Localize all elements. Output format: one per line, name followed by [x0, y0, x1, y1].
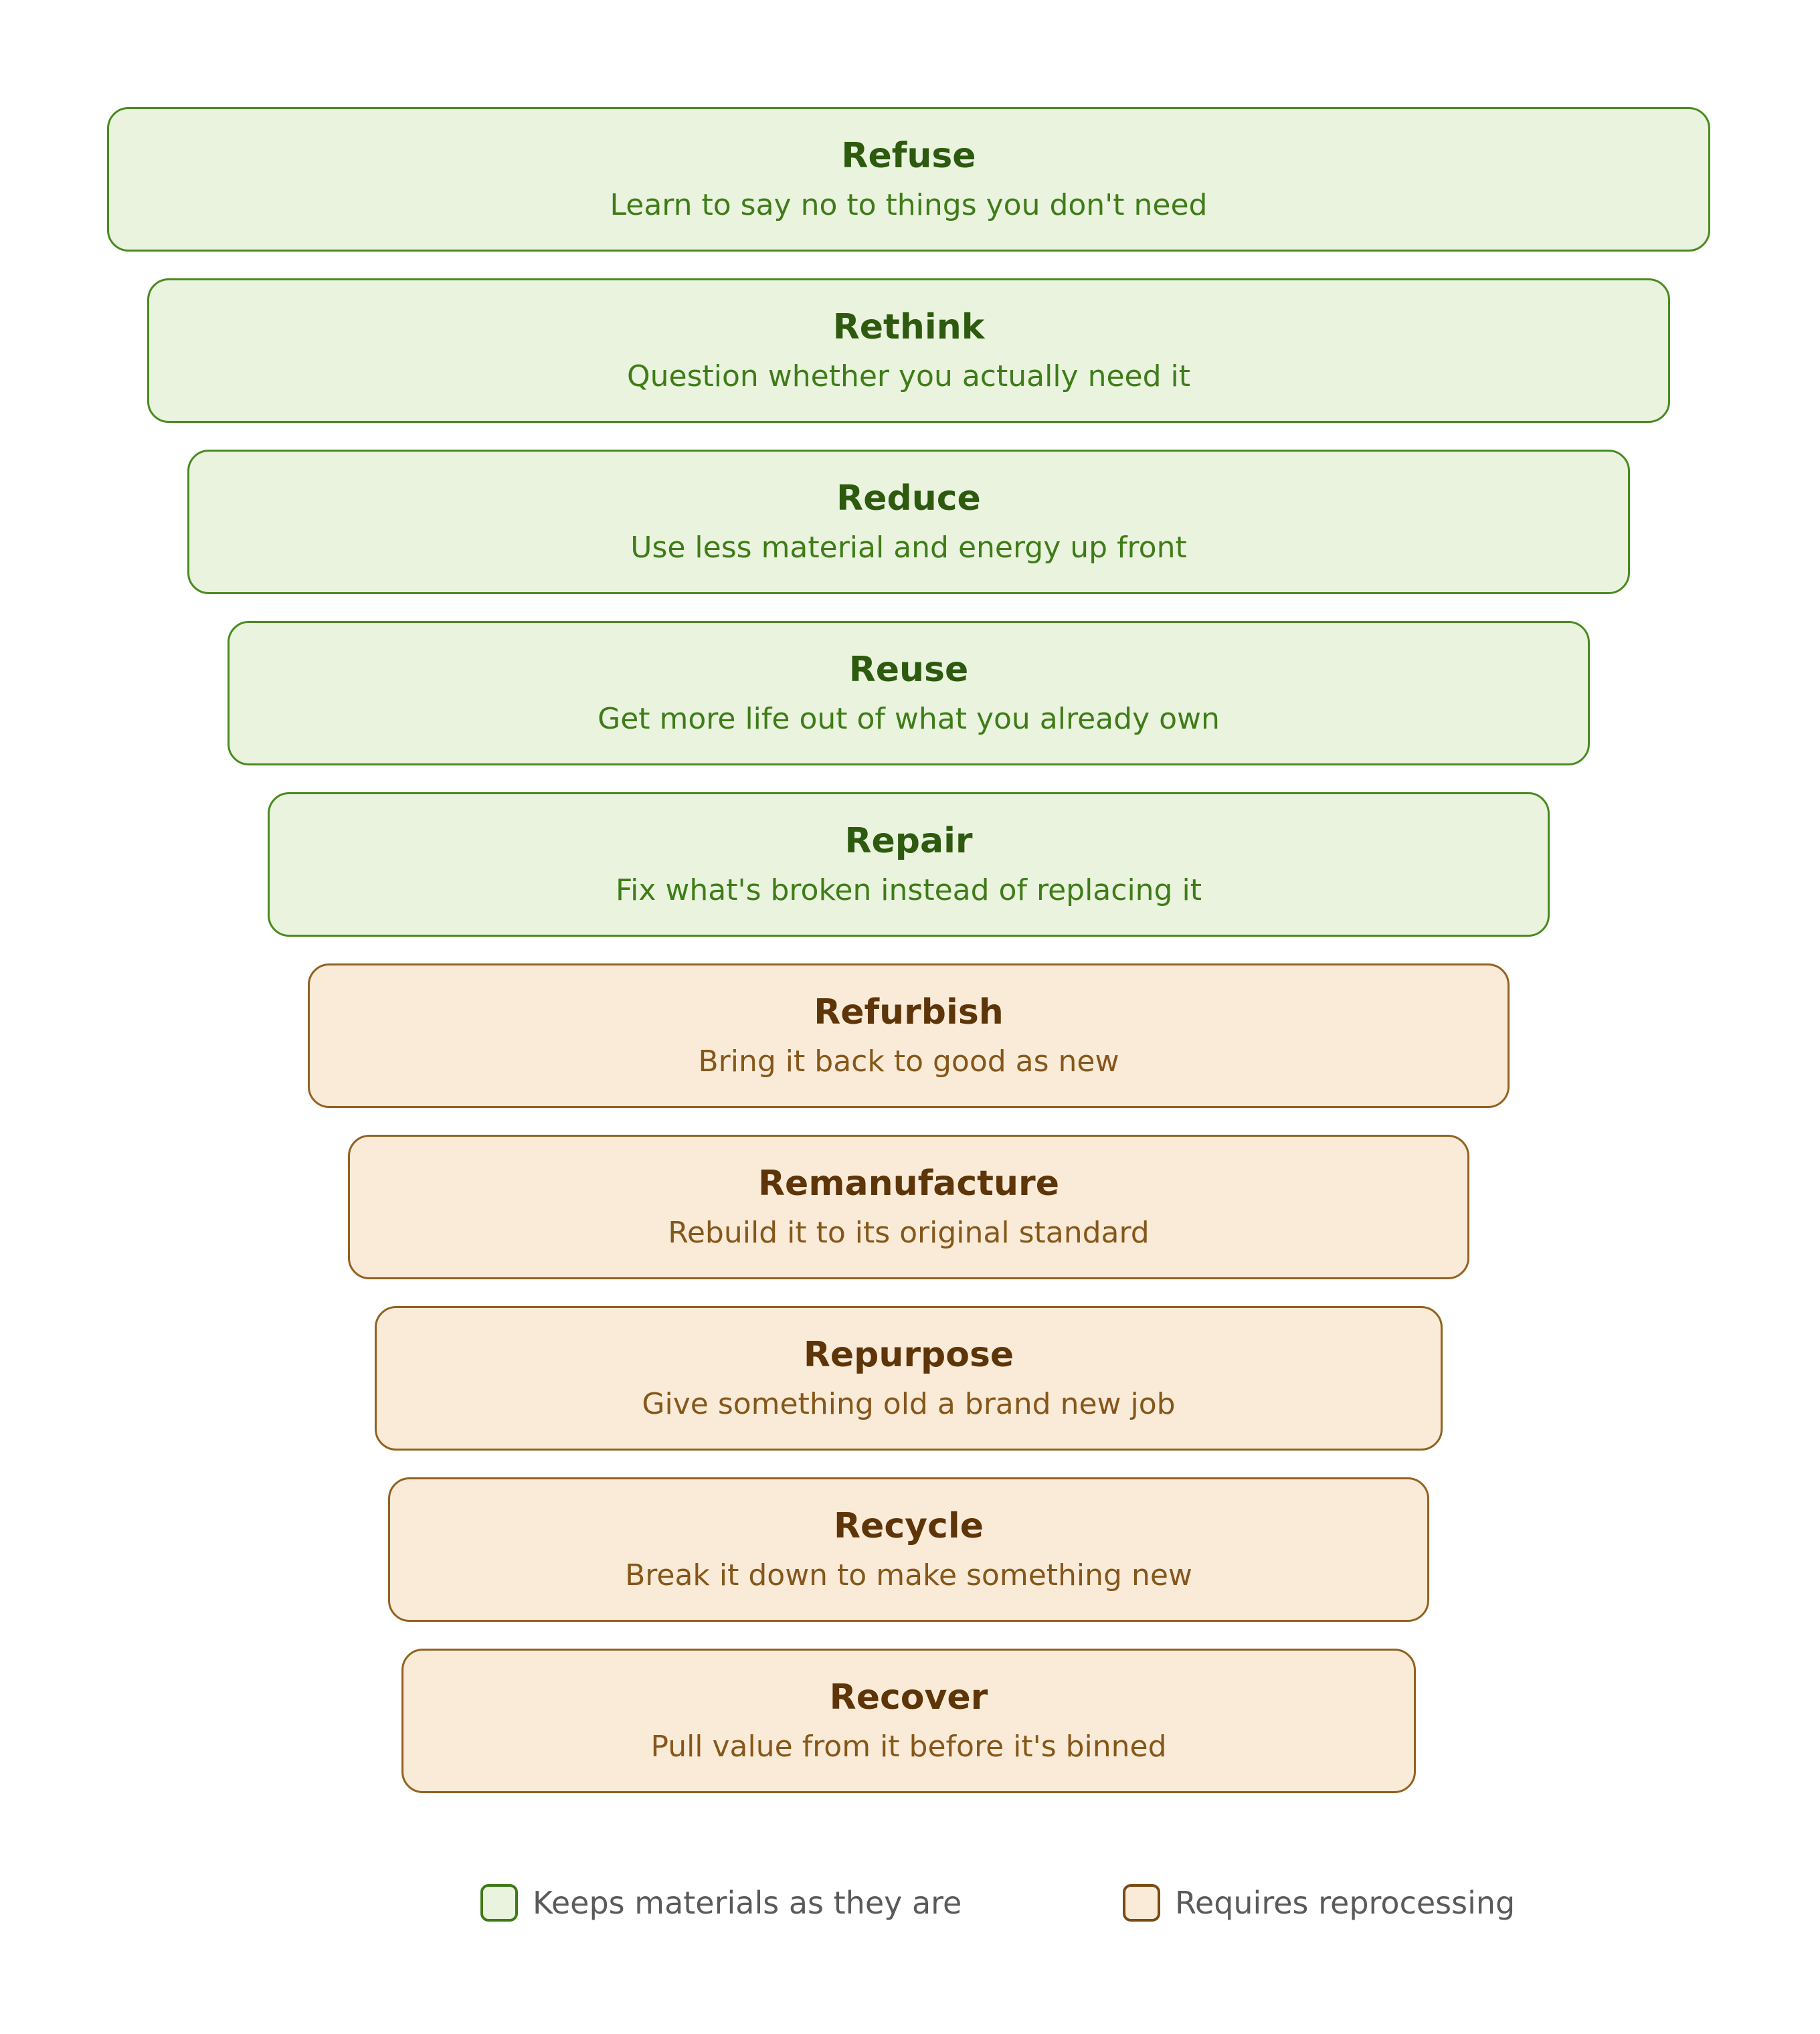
tier-description: Break it down to make something new [625, 1558, 1192, 1592]
tier-title: Repair [844, 821, 973, 861]
tier-description: Pull value from it before it's binned [650, 1730, 1167, 1764]
tier-title: Recover [829, 1677, 988, 1718]
tier-description: Bring it back to good as new [698, 1044, 1119, 1079]
tier-recycle: Recycle Break it down to make something … [388, 1477, 1429, 1622]
tier-description: Rebuild it to its original standard [668, 1216, 1150, 1250]
legend-label-reprocess: Requires reprocessing [1175, 1885, 1516, 1921]
tier-description: Question whether you actually need it [627, 359, 1190, 393]
tier-description: Get more life out of what you already ow… [598, 702, 1220, 736]
tier-description: Give something old a brand new job [642, 1387, 1176, 1421]
legend-swatch-keep [480, 1884, 518, 1922]
tier-title: Repurpose [803, 1335, 1014, 1375]
tier-repair: Repair Fix what's broken instead of repl… [268, 792, 1550, 937]
tier-title: Reuse [848, 650, 969, 690]
tier-reuse: Reuse Get more life out of what you alre… [227, 621, 1590, 765]
legend-item-reprocess: Requires reprocessing [1123, 1881, 1515, 1924]
tier-repurpose: Repurpose Give something old a brand new… [375, 1306, 1443, 1451]
tier-refuse: Refuse Learn to say no to things you don… [107, 107, 1710, 252]
tier-title: Recycle [834, 1506, 984, 1546]
tier-description: Use less material and energy up front [630, 531, 1187, 565]
tier-remanufacture: Remanufacture Rebuild it to its original… [348, 1135, 1469, 1279]
tier-recover: Recover Pull value from it before it's b… [401, 1649, 1416, 1793]
tier-title: Refurbish [814, 992, 1004, 1032]
legend-label-keep: Keeps materials as they are [533, 1885, 962, 1921]
tier-reduce: Reduce Use less material and energy up f… [187, 450, 1630, 594]
tier-title: Remanufacture [758, 1164, 1059, 1204]
tier-refurbish: Refurbish Bring it back to good as new [308, 963, 1510, 1108]
tier-title: Rethink [832, 307, 985, 347]
tier-title: Refuse [841, 136, 976, 176]
legend: Keeps materials as they are Requires rep… [0, 1881, 1820, 1924]
tier-description: Fix what's broken instead of replacing i… [616, 873, 1202, 907]
tier-description: Learn to say no to things you don't need [610, 188, 1208, 222]
tier-title: Reduce [836, 478, 981, 519]
legend-swatch-reprocess [1123, 1884, 1160, 1922]
legend-item-keep: Keeps materials as they are [480, 1881, 962, 1924]
tier-rethink: Rethink Question whether you actually ne… [147, 278, 1670, 423]
